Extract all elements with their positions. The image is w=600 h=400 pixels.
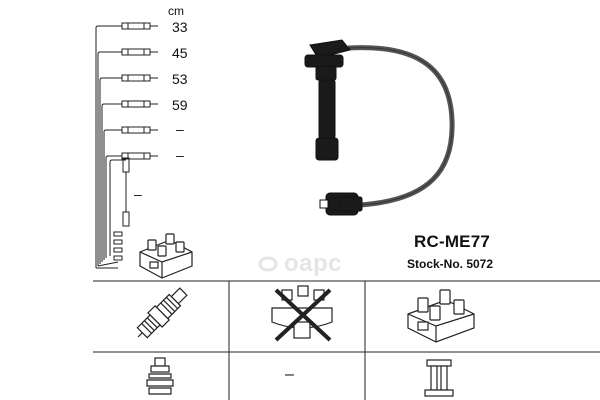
cable-connector-icon [121,126,158,134]
cable-length-6: – [176,147,184,163]
watermark-logo-icon [258,256,278,272]
distributor-terminal-cell: – [285,366,294,383]
spark-plug-boot-icon [304,39,351,161]
ignition-coil-icon [139,233,193,279]
cable-length-7: – [134,186,142,202]
bundle-end-icon [96,231,123,269]
cable-length-4: 59 [172,97,188,113]
cable-connector-icon [121,74,158,82]
watermark-text: oapc [284,250,343,277]
coil-boot-icon [319,192,363,216]
cable-connector-icon [122,157,130,227]
stock-number: Stock-No. 5072 [407,257,494,271]
length-unit-label: cm [168,4,184,18]
cable-connector-icon [121,152,158,160]
crossed-distributor-cap-icon [271,285,333,342]
cable-length-2: 45 [172,45,188,61]
watermark: oapc [262,250,382,277]
ignition-coil-icon [407,289,475,343]
ignition-lead-drawing [304,39,455,216]
cable-length-1: 33 [172,19,188,35]
cable-connector-icon [121,48,158,56]
coil-terminal-icon [424,359,454,397]
cable-connector-icon [121,100,158,108]
product-model: RC-ME77 [414,232,491,251]
compatibility-table-grid [93,280,600,400]
cable-length-5: – [176,121,184,137]
cable-length-3: 53 [172,71,188,87]
spark-plug-icon [136,287,188,339]
cable-set-schematic [95,22,158,269]
cable-connector-icon [121,22,158,30]
plug-terminal-icon [146,357,174,395]
